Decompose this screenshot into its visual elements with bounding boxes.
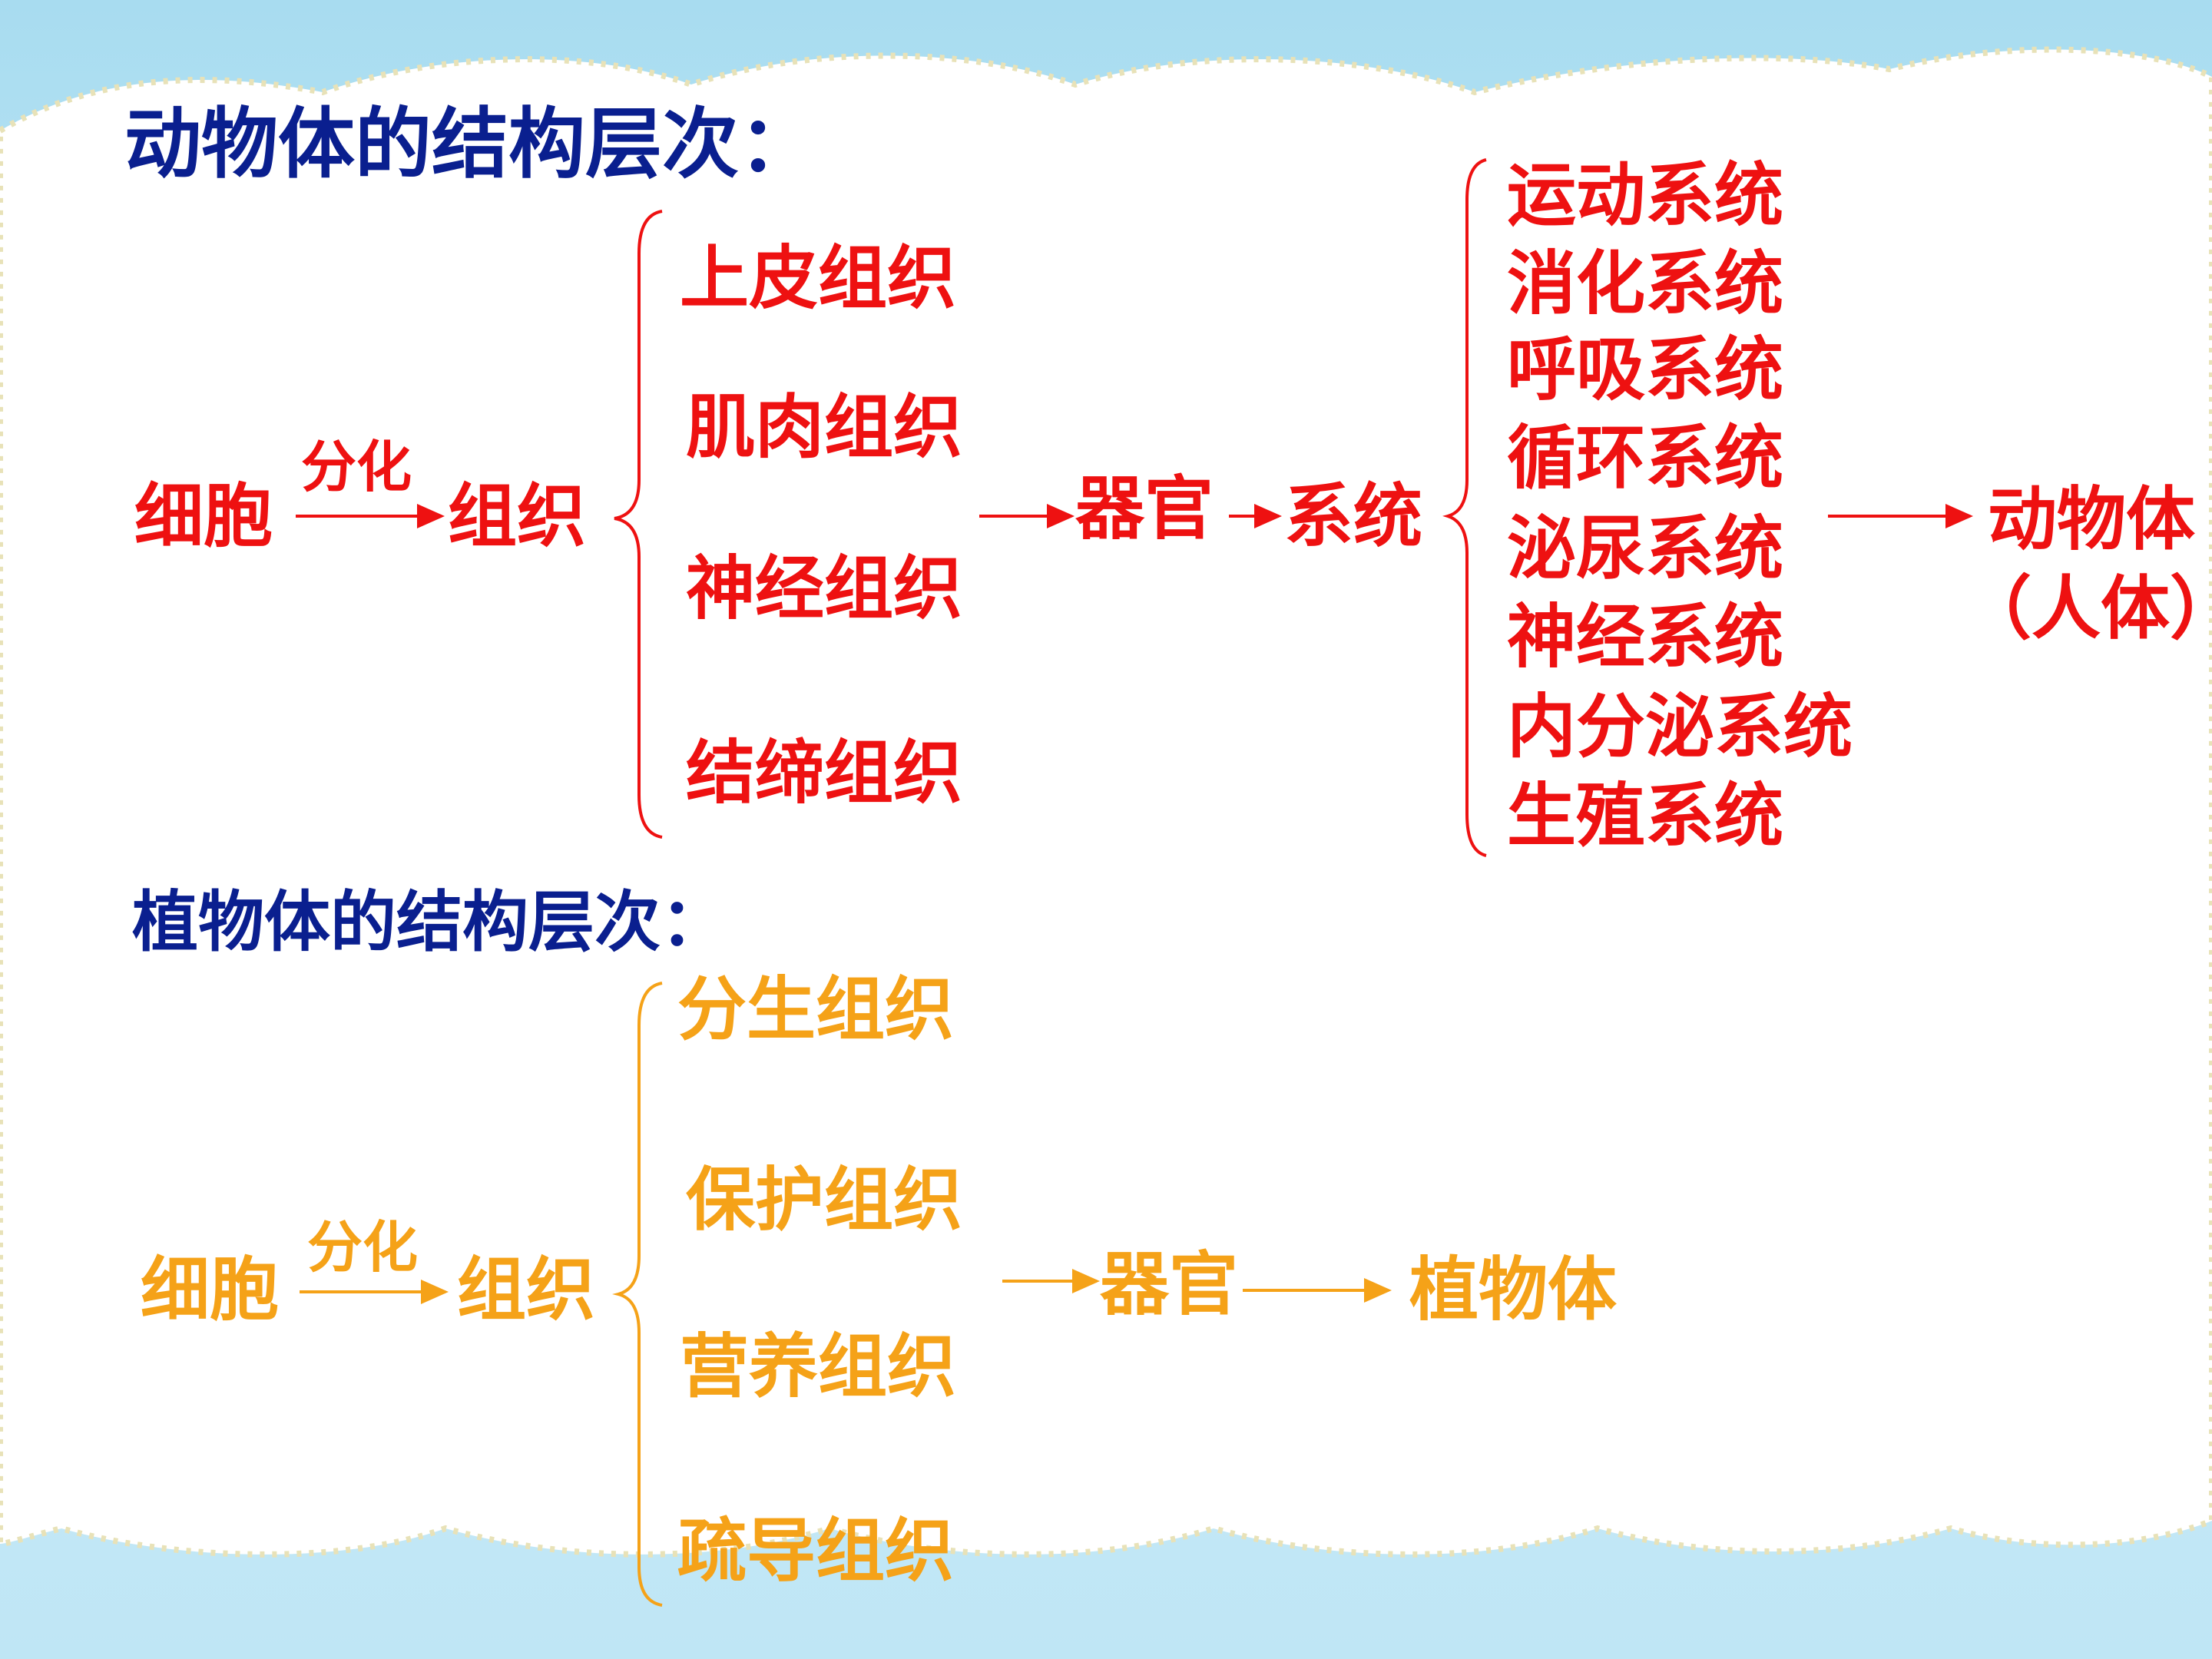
- plant-tissue-item: 营养组织: [680, 1326, 956, 1407]
- animal-organ-label: 器官: [1075, 469, 1214, 549]
- plant-differentiation-label: 分化: [307, 1215, 419, 1280]
- animal-tissue-item: 神经组织: [686, 548, 962, 629]
- plant-tissue-item: 分生组织: [677, 969, 954, 1050]
- animal-system-item: 运动系统: [1507, 155, 1783, 236]
- animal-cell-label: 细胞: [134, 476, 273, 557]
- animal-system-item: 泌尿系统: [1507, 508, 1783, 589]
- animal-section-title: 动物体的结构层次：: [124, 99, 816, 189]
- plant-body-label: 植物体: [1409, 1250, 1617, 1330]
- animal-system-item: 消化系统: [1507, 243, 1783, 324]
- animal-tissue-item: 上皮组织: [680, 238, 956, 319]
- animal-system-item: 生殖系统: [1507, 776, 1783, 856]
- animal-tissue-label: 组织: [448, 476, 586, 557]
- animal-system-label: 系统: [1284, 476, 1422, 557]
- animal-system-item: 神经系统: [1507, 597, 1783, 677]
- animal-body-note: （人体）: [1962, 568, 2212, 649]
- plant-tissue-item: 疏导组织: [677, 1511, 954, 1591]
- animal-tissue-item: 肌肉组织: [686, 387, 962, 468]
- plant-cell-label: 细胞: [141, 1250, 279, 1330]
- plant-organ-label: 器官: [1100, 1244, 1238, 1325]
- plant-tissue-item: 保护组织: [686, 1160, 962, 1240]
- animal-system-item: 循环系统: [1507, 418, 1783, 498]
- animal-body-label: 动物体: [1988, 479, 2195, 560]
- plant-tissue-label: 组织: [457, 1250, 595, 1330]
- animal-differentiation-label: 分化: [301, 435, 412, 499]
- plant-section-title: 植物体的结构层次：: [132, 884, 727, 961]
- animal-system-item: 呼吸系统: [1507, 329, 1783, 410]
- animal-system-item: 内分泌系统: [1507, 687, 1853, 767]
- animal-tissue-item: 结缔组织: [686, 733, 962, 813]
